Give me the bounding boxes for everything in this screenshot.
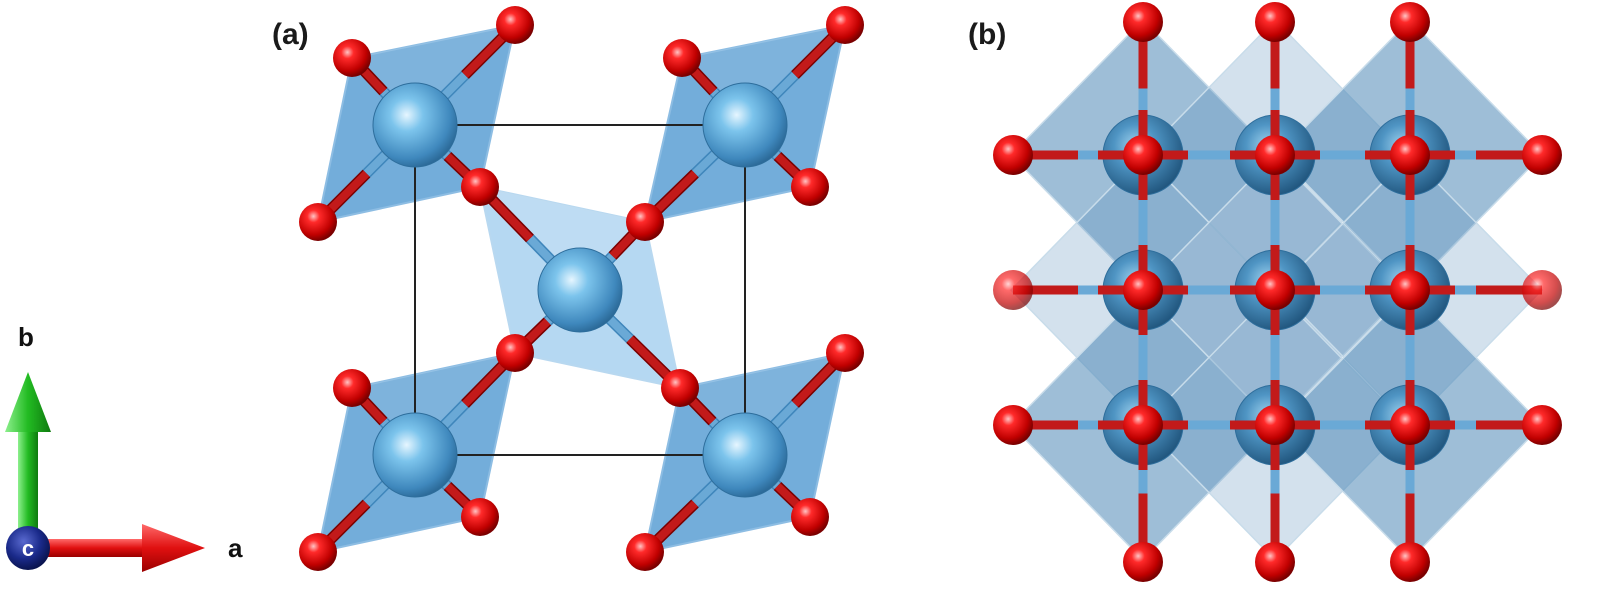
axis-b-arrow bbox=[5, 372, 51, 544]
oxygen-atom bbox=[1522, 270, 1562, 310]
panel-b bbox=[993, 2, 1562, 582]
oxygen-atom bbox=[626, 533, 664, 571]
oxygen-atom bbox=[1123, 2, 1163, 42]
unit-cell-edge bbox=[414, 124, 746, 456]
axis-indicator: c a b bbox=[5, 322, 243, 572]
oxygen-atom bbox=[993, 135, 1033, 175]
oxygen-atom bbox=[1255, 135, 1295, 175]
oxygen-atom bbox=[993, 405, 1033, 445]
oxygen-atom bbox=[1390, 2, 1430, 42]
metal-atom bbox=[537, 247, 623, 333]
oxygen-atom bbox=[333, 39, 371, 77]
oxygen-atom bbox=[663, 39, 701, 77]
oxygen-atom bbox=[1123, 270, 1163, 310]
oxygen-atom bbox=[496, 6, 534, 44]
oxygen-atom bbox=[1255, 542, 1295, 582]
oxygen-atom bbox=[1255, 270, 1295, 310]
oxygen-atom bbox=[1390, 270, 1430, 310]
oxygen-atom bbox=[461, 498, 499, 536]
oxygen-atom bbox=[461, 168, 499, 206]
oxygen-atom bbox=[826, 6, 864, 44]
oxygen-atom bbox=[1390, 405, 1430, 445]
axis-b-label: b bbox=[18, 322, 34, 352]
oxygen-atom bbox=[496, 334, 534, 372]
metal-atom bbox=[702, 82, 788, 168]
metal-atom bbox=[372, 82, 458, 168]
oxygen-atom bbox=[791, 498, 829, 536]
axis-a-arrow bbox=[36, 524, 205, 572]
oxygen-atom bbox=[1123, 405, 1163, 445]
panel-a bbox=[299, 6, 864, 571]
oxygen-atom bbox=[661, 369, 699, 407]
metal-atom bbox=[702, 412, 788, 498]
metal-atom bbox=[372, 412, 458, 498]
oxygen-atom bbox=[299, 533, 337, 571]
oxygen-atom bbox=[1390, 135, 1430, 175]
axis-c-marker bbox=[6, 526, 50, 570]
oxygen-atom bbox=[1255, 2, 1295, 42]
oxygen-atom bbox=[333, 369, 371, 407]
panel-b-label: (b) bbox=[968, 18, 1006, 51]
axis-c-label: c bbox=[22, 536, 34, 561]
oxygen-atom bbox=[1255, 405, 1295, 445]
oxygen-atom bbox=[299, 203, 337, 241]
oxygen-atom bbox=[1123, 542, 1163, 582]
oxygen-atom bbox=[1390, 542, 1430, 582]
oxygen-atom bbox=[791, 168, 829, 206]
oxygen-atom bbox=[993, 270, 1033, 310]
axis-a-label: a bbox=[228, 533, 243, 563]
oxygen-atom bbox=[626, 203, 664, 241]
oxygen-atom bbox=[1522, 135, 1562, 175]
oxygen-atom bbox=[1522, 405, 1562, 445]
panel-a-label: (a) bbox=[272, 18, 309, 51]
oxygen-atom bbox=[1123, 135, 1163, 175]
oxygen-atom bbox=[826, 334, 864, 372]
